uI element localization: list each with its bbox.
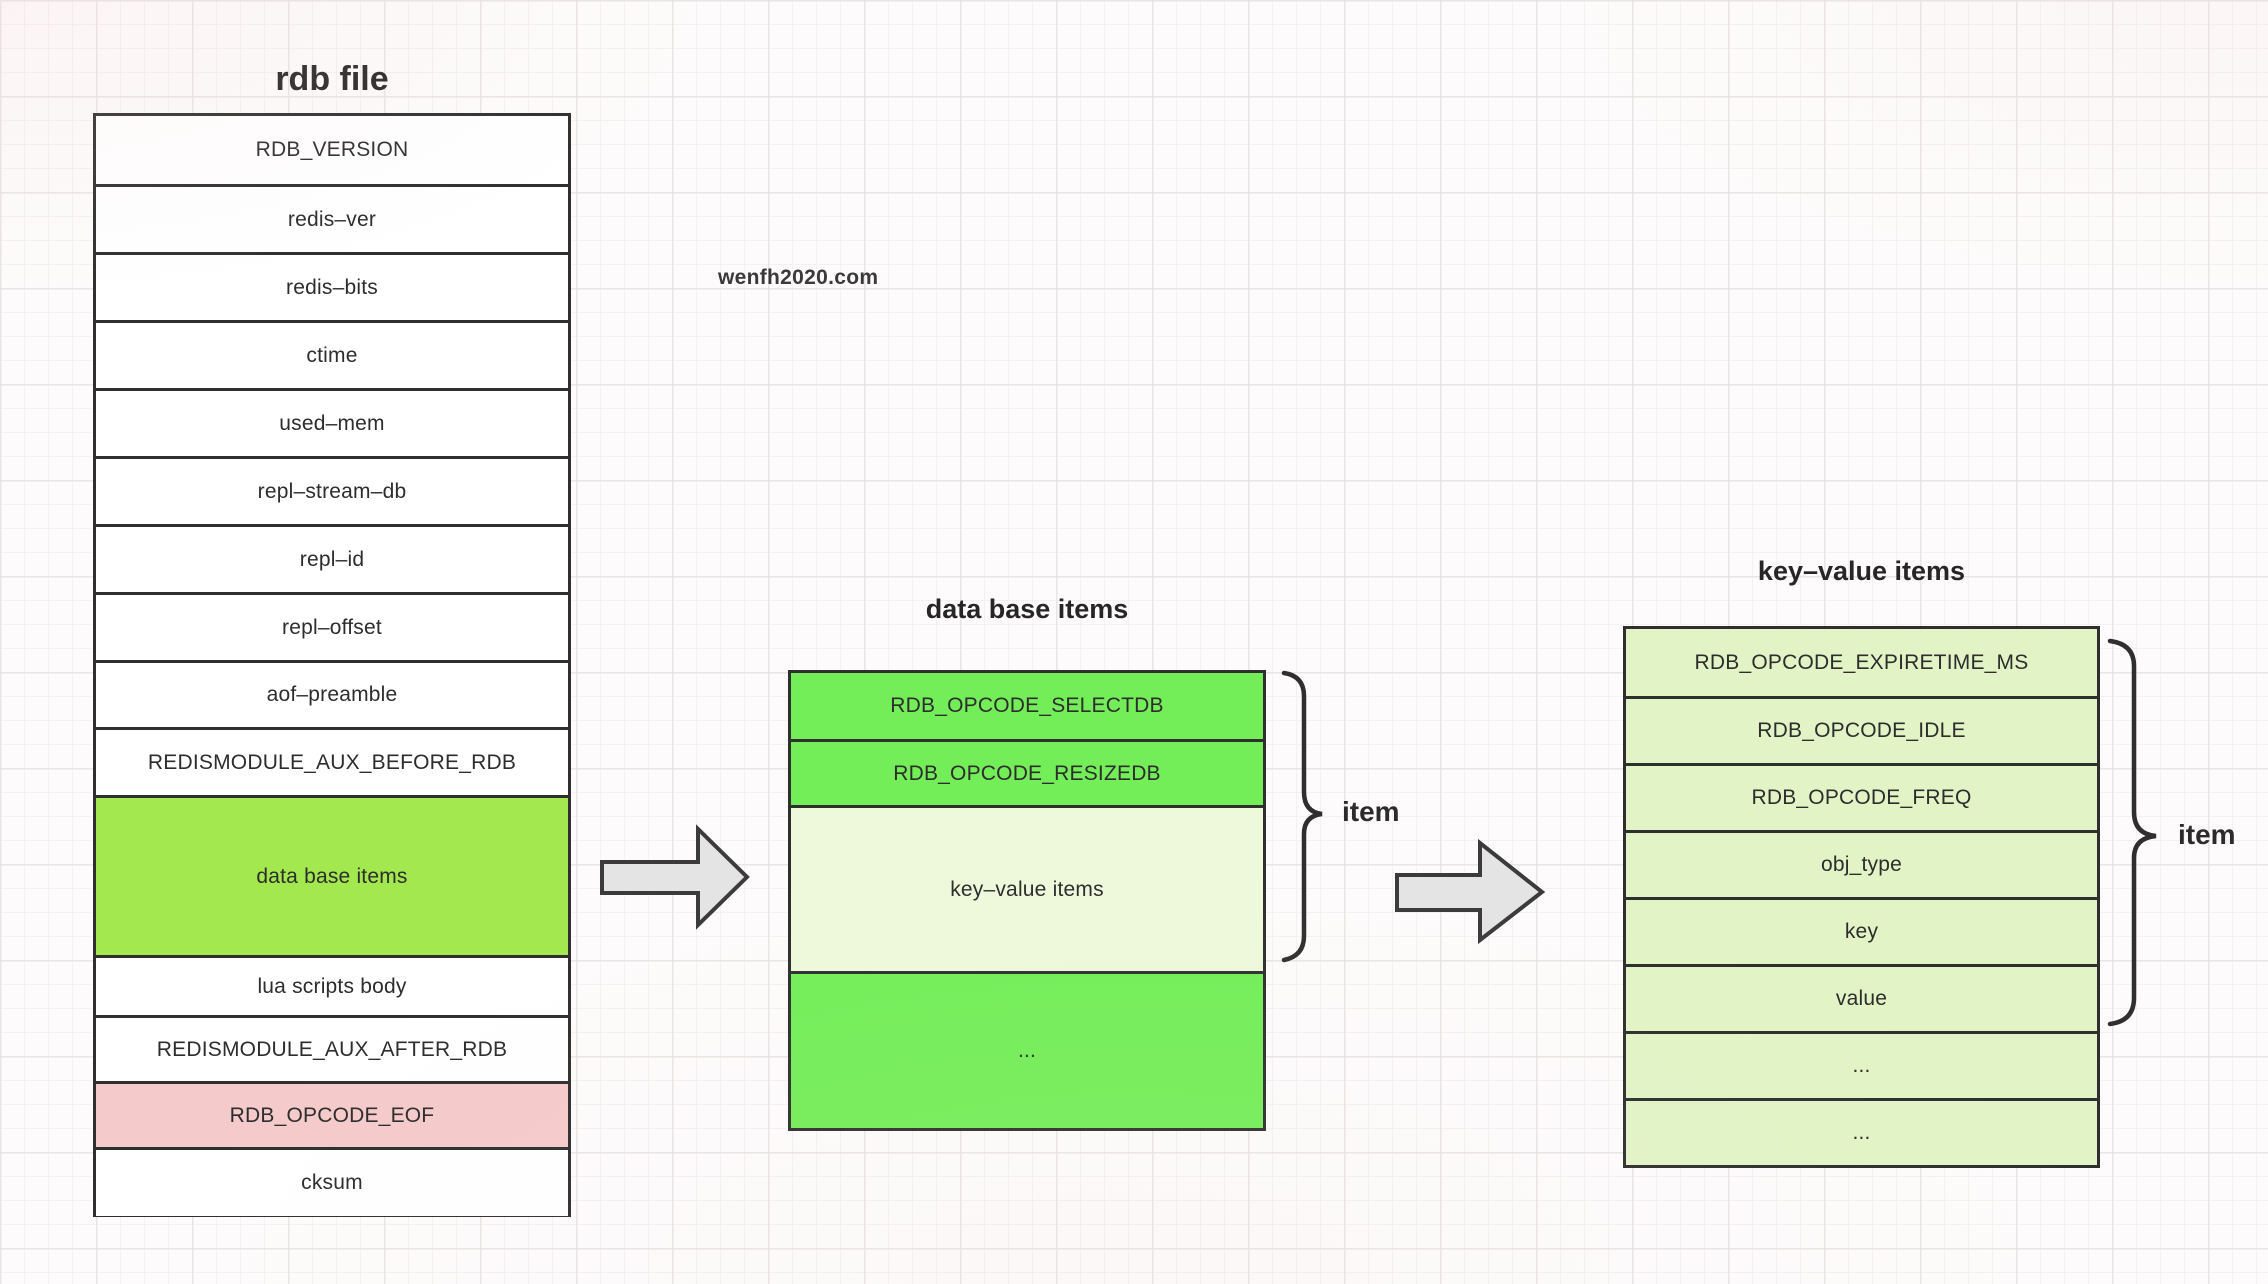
table-row-label: RDB_OPCODE_SELECTDB [890, 694, 1164, 717]
table-row-label: RDB_OPCODE_RESIZEDB [893, 761, 1161, 785]
table-row: RDB_OPCODE_IDLE [1626, 696, 2097, 763]
key-value-items-brace-label: item [2178, 819, 2236, 850]
table-row: RDB_OPCODE_FREQ [1626, 763, 2097, 830]
table-row-label: value [1835, 987, 1888, 1010]
table-row: RDB_OPCODE_RESIZEDB [791, 739, 1263, 805]
rdb-file-table: RDB_VERSION redis–ver redis–bits ctime used–… [93, 113, 571, 1217]
table-row: aof–preamble [96, 660, 568, 727]
table-row: repl–id [96, 524, 568, 592]
table-row-label: data base items [256, 864, 408, 888]
table-row-label: aof–preamble [266, 683, 398, 706]
table-row-label: repl–id [299, 547, 365, 571]
key-value-items-table: RDB_OPCODE_EXPIRETIME_MS RDB_OPCODE_IDLE R… [1623, 626, 2100, 1168]
table-row-label: repl–stream–db [257, 479, 407, 503]
arrow-right-icon [1395, 838, 1546, 945]
table-row: REDISMODULE_AUX_AFTER_RDB [96, 1015, 568, 1081]
table-row: key [1626, 897, 2097, 964]
table-row: RDB_OPCODE_EXPIRETIME_MS [1626, 629, 2097, 696]
table-row: repl–offset [96, 592, 568, 660]
table-row-label: RDB_VERSION [255, 138, 409, 161]
table-row: redis–bits [96, 252, 568, 320]
table-row: ... [1626, 1031, 2097, 1098]
table-row: lua scripts body [96, 955, 568, 1015]
table-row-label: RDB_OPCODE_EOF [229, 1103, 435, 1127]
table-row: key–value items [791, 805, 1263, 971]
table-row: RDB_OPCODE_EOF [96, 1081, 568, 1147]
rdb-file-title: rdb file [275, 60, 389, 98]
table-row-label: ... [1852, 1121, 1871, 1144]
table-row-label: RDB_OPCODE_FREQ [1751, 786, 1972, 809]
table-row-label: cksum [301, 1171, 363, 1194]
table-row: repl–stream–db [96, 456, 568, 524]
table-row: used–mem [96, 388, 568, 456]
table-row-label: obj_type [1821, 853, 1902, 876]
table-row: ctime [96, 320, 568, 388]
table-row-label: REDISMODULE_AUX_BEFORE_RDB [147, 750, 517, 774]
table-row-label: key–value items [950, 877, 1104, 901]
database-items-brace-label: item [1342, 796, 1400, 827]
table-row-label: RDB_OPCODE_EXPIRETIME_MS [1694, 650, 2029, 674]
table-row: cksum [96, 1147, 568, 1216]
table-row: value [1626, 964, 2097, 1031]
database-items-title: data base items [925, 594, 1129, 624]
table-row: ... [791, 971, 1263, 1128]
table-row: RDB_VERSION [96, 116, 568, 184]
table-row: obj_type [1626, 830, 2097, 897]
table-row-label: ... [1017, 1039, 1037, 1062]
curly-brace-icon [2107, 638, 2157, 1027]
table-row-label: RDB_OPCODE_IDLE [1757, 719, 1966, 742]
table-row-label: lua scripts body [257, 974, 407, 998]
table-row-label: used–mem [279, 411, 385, 435]
table-row: data base items [96, 795, 568, 955]
table-row-label: ctime [306, 343, 358, 367]
table-row-label: repl–offset [282, 615, 382, 639]
key-value-items-title: key–value items [1757, 556, 1966, 586]
table-row-label: REDISMODULE_AUX_AFTER_RDB [156, 1037, 508, 1061]
table-row: ... [1626, 1098, 2097, 1165]
curly-brace-icon [1281, 670, 1323, 963]
arrow-right-icon [600, 824, 750, 930]
table-row: redis–ver [96, 184, 568, 252]
watermark-text: wenfh2020.com [718, 266, 879, 289]
table-row-label: ... [1852, 1054, 1871, 1077]
table-row: RDB_OPCODE_SELECTDB [791, 673, 1263, 739]
table-row-label: redis–bits [286, 275, 378, 299]
table-row-label: redis–ver [287, 207, 377, 231]
table-row-label: key [1844, 920, 1879, 943]
table-row: REDISMODULE_AUX_BEFORE_RDB [96, 727, 568, 795]
